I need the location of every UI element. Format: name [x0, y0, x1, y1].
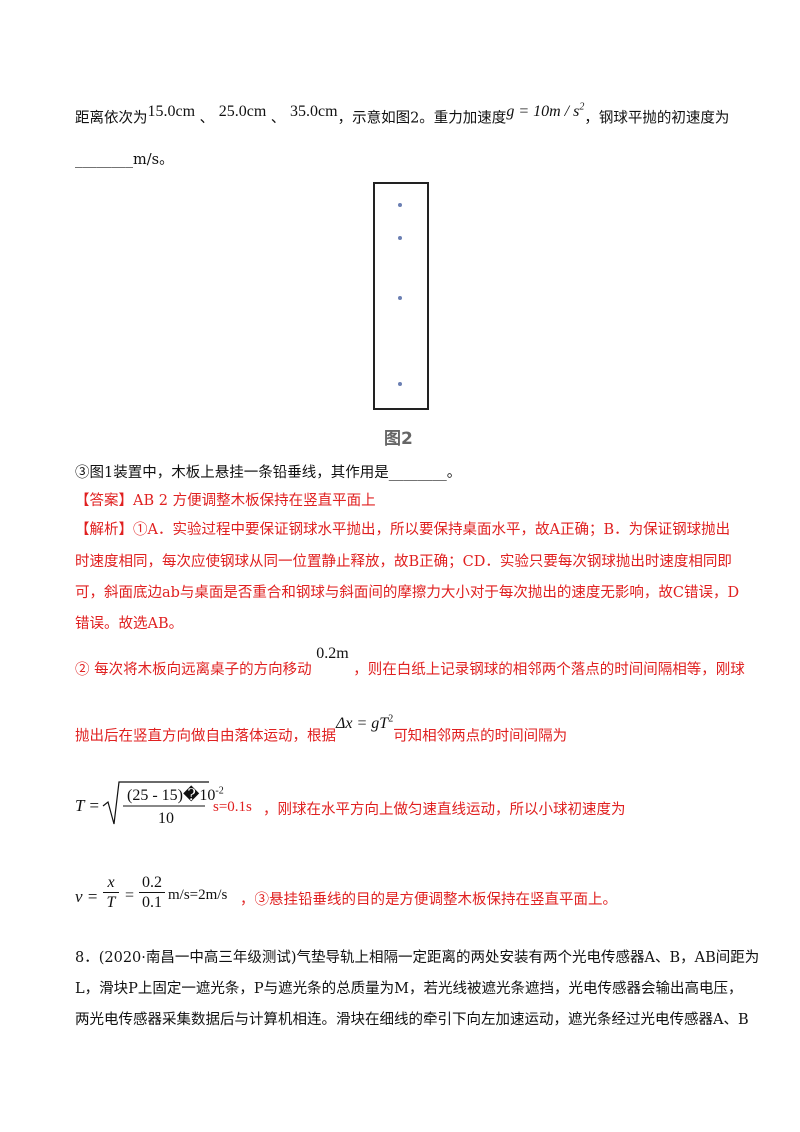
answer-blank: ________ — [75, 152, 133, 168]
fraction-x: x — [103, 874, 119, 893]
part2-text-a: ② 每次将木板向远离桌子的方向移动 — [75, 662, 312, 678]
fraction-denominator: 0.1 — [142, 894, 162, 911]
paragraph-line-1: 距离依次为15.0cm 、 25.0cm 、 35.0cm，示意如图2。重力加速… — [75, 102, 730, 128]
landing-dot-1 — [398, 203, 402, 207]
analysis-line-3: 可，斜面底边ab与桌面是否重合和钢球与斜面间的摩擦力大小对于每次抛出的速度无影响… — [75, 585, 740, 601]
separator-1: 、 — [199, 110, 215, 127]
delta-formula-base: Δx = gT — [336, 715, 389, 733]
landing-dot-2 — [398, 236, 402, 240]
gravity-value: g = 10m / s — [506, 103, 580, 121]
part2-text-b: ，则在白纸上记录钢球的相邻两个落点的时间间隔相等，刚球 — [353, 662, 745, 678]
velocity-unit: m/s。 — [133, 152, 174, 168]
velocity-equals: = — [125, 887, 135, 904]
period-numerator: (25 - 15)�10-2 — [127, 785, 224, 805]
period-result: s=0.1s — [213, 799, 252, 815]
delta-formula-exponent: 2 — [388, 714, 394, 725]
gravity-exponent: 2 — [579, 102, 585, 113]
velocity-result: m/s=2m/s — [168, 887, 228, 903]
velocity-tail: ，③悬挂铅垂线的目的是方便调整木板保持在竖直平面上。 — [240, 892, 617, 908]
move-distance: 0.2m — [316, 645, 349, 662]
question-8-line-1: 8．(2020·南昌一中高三年级测试)气垫导轨上相隔一定距离的两处安装有两个光电… — [75, 950, 760, 966]
period-numerator-exponent: -2 — [215, 785, 224, 797]
fraction-values: 0.2 0.1 — [139, 874, 165, 913]
part2-text-d: 可知相邻两点的时间间隔为 — [393, 728, 568, 745]
line1-prefix: 距离依次为 — [75, 110, 148, 127]
question-8-line-2: L，滑块P上固定一遮光条，P与遮光条的总质量为M，若光线被遮光条遮挡，光电传感器… — [75, 981, 743, 997]
analysis-line-2: 时速度相同，每次应使钢球从同一位置静止释放，故B正确；CD．实验只要每次钢球抛出… — [75, 554, 732, 570]
delta-formula: Δx = gT2 — [336, 714, 394, 733]
question-3: ③图1装置中，木板上悬挂一条铅垂线，其作用是________。 — [75, 465, 462, 481]
velocity-lhs: v = — [75, 887, 99, 906]
distance-3: 35.0cm — [290, 103, 338, 121]
gravity-expression: g = 10m / s2 — [506, 102, 585, 121]
answer-line: 【答案】AB 2 方便调整木板保持在竖直平面上 — [75, 493, 376, 509]
period-lhs: T = — [75, 796, 100, 815]
fraction-x-over-t: x T — [103, 874, 119, 913]
period-numerator-text: (25 - 15)�10 — [127, 787, 216, 804]
part2-text-c: 抛出后在竖直方向做自由落体运动，根据 — [75, 728, 336, 745]
part2-line-1: ② 每次将木板向远离桌子的方向移动 0.2m ，则在白纸上记录钢球的相邻两个落点… — [75, 645, 745, 680]
landing-dot-4 — [398, 382, 402, 386]
period-denominator: 10 — [158, 810, 174, 827]
distance-2: 25.0cm — [218, 103, 267, 121]
figure-caption: 图2 — [384, 429, 413, 449]
fraction-t: T — [106, 894, 116, 911]
sqrt-icon — [102, 781, 209, 825]
distance-1: 15.0cm — [147, 103, 196, 121]
line1-suffix: ，钢球平抛的初速度为 — [584, 110, 730, 127]
separator-2: 、 — [270, 110, 286, 127]
figure-2-board — [373, 182, 429, 410]
landing-dot-3 — [398, 296, 402, 300]
line1-middle: ，示意如图2。重力加速度 — [337, 110, 507, 127]
analysis-line-4: 错误。故选AB。 — [75, 616, 184, 632]
part2-line-2: 抛出后在竖直方向做自由落体运动，根据Δx = gT2可知相邻两点的时间间隔为 — [75, 714, 568, 746]
question-8-line-3: 两光电传感器采集数据后与计算机相连。滑块在细线的牵引下向左加速运动，遮光条经过光… — [75, 1012, 749, 1028]
fraction-numerator: 0.2 — [139, 874, 165, 893]
analysis-line-1: 【解析】①A．实验过程中要保证钢球水平抛出，所以要保持桌面水平，故A正确；B．为… — [75, 522, 731, 538]
period-tail: ，刚球在水平方向上做匀速直线运动，所以小球初速度为 — [263, 802, 626, 818]
paragraph-line-2: ________m/s。 — [75, 150, 174, 170]
